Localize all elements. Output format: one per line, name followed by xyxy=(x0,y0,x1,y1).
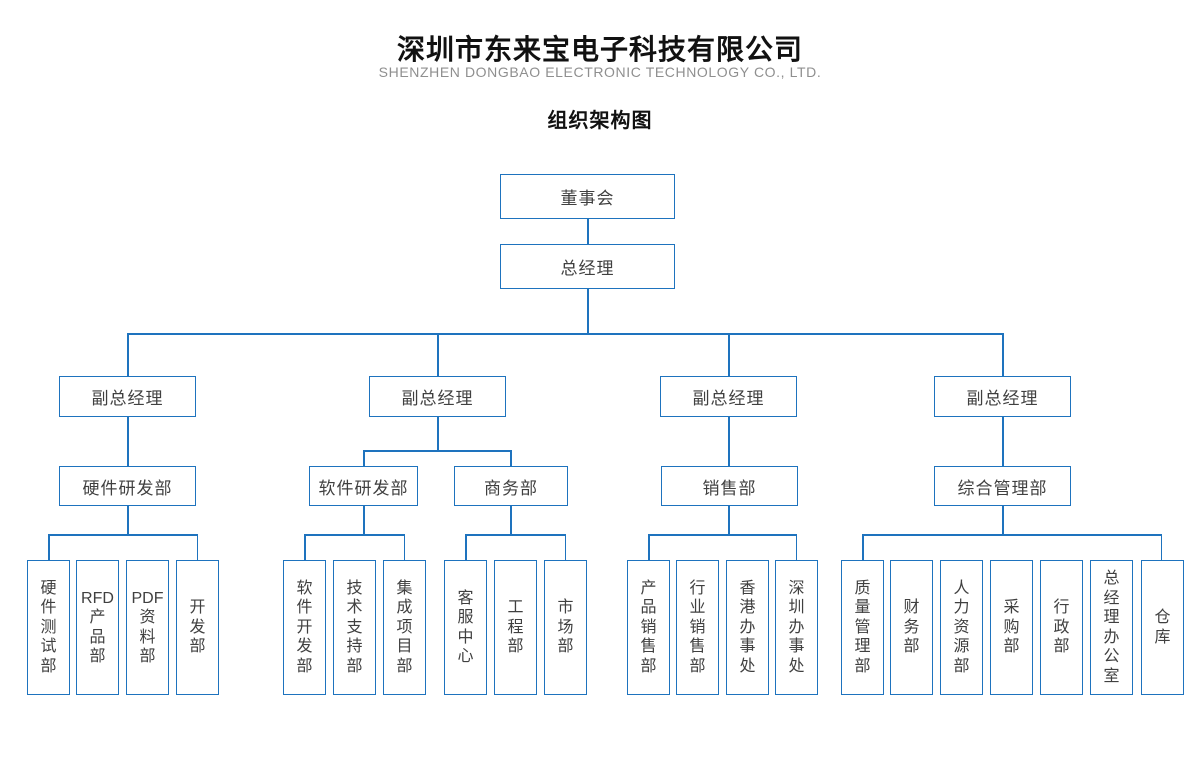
node-team-finance: 财 务 部 xyxy=(890,560,933,695)
node-team-marketing: 市 场 部 xyxy=(544,560,587,695)
node-team-rfd-product: RFD 产 品 部 xyxy=(76,560,119,695)
connector-line xyxy=(564,534,566,560)
connector-line xyxy=(363,450,365,466)
connector-line xyxy=(127,333,129,376)
connector-line xyxy=(363,506,365,534)
connector-line xyxy=(648,534,797,536)
node-team-engineering: 工 程 部 xyxy=(494,560,537,695)
node-team-hongkong-office: 香 港 办 事 处 xyxy=(726,560,769,695)
node-team-customer-service-center: 客 服 中 心 xyxy=(444,560,487,695)
connector-line xyxy=(587,219,589,244)
node-vice-gm-4: 副总经理 xyxy=(934,376,1071,417)
node-team-warehouse: 仓 库 xyxy=(1141,560,1184,695)
node-team-shenzhen-office: 深 圳 办 事 处 xyxy=(775,560,818,695)
node-vice-gm-1: 副总经理 xyxy=(59,376,196,417)
node-general-manager: 总经理 xyxy=(500,244,675,289)
node-vice-gm-2: 副总经理 xyxy=(369,376,506,417)
connector-line xyxy=(795,534,797,560)
node-dept-software-rd: 软件研发部 xyxy=(309,466,418,506)
node-team-industry-sales: 行 业 销 售 部 xyxy=(676,560,719,695)
connector-line xyxy=(437,417,439,450)
connector-line xyxy=(862,534,1162,536)
connector-line xyxy=(1160,534,1162,560)
node-dept-hardware-rd: 硬件研发部 xyxy=(59,466,196,506)
connector-line xyxy=(437,333,439,376)
node-team-integration-projects: 集 成 项 目 部 xyxy=(383,560,426,695)
chart-title: 组织架构图 xyxy=(547,110,653,132)
node-team-human-resources: 人 力 资 源 部 xyxy=(940,560,983,695)
connector-line xyxy=(510,450,512,466)
connector-line xyxy=(403,534,405,560)
node-dept-business: 商务部 xyxy=(454,466,568,506)
connector-line xyxy=(304,534,405,536)
node-team-development: 开 发 部 xyxy=(176,560,219,695)
node-team-quality-management: 质 量 管 理 部 xyxy=(841,560,884,695)
connector-line xyxy=(127,333,1004,335)
connector-line xyxy=(196,534,198,560)
node-team-administration: 行 政 部 xyxy=(1040,560,1083,695)
node-vice-gm-3: 副总经理 xyxy=(660,376,797,417)
connector-line xyxy=(728,417,730,466)
node-team-pdf-documentation: PDF 资 料 部 xyxy=(126,560,169,695)
company-name-en: SHENZHEN DONGBAO ELECTRONIC TECHNOLOGY C… xyxy=(378,64,822,80)
node-team-procurement: 采 购 部 xyxy=(990,560,1033,695)
connector-line xyxy=(862,534,864,560)
node-team-technical-support: 技 术 支 持 部 xyxy=(333,560,376,695)
connector-line xyxy=(1002,333,1004,376)
connector-line xyxy=(363,450,511,452)
node-dept-general-management: 综合管理部 xyxy=(934,466,1071,506)
connector-line xyxy=(1002,506,1004,534)
connector-line xyxy=(465,534,566,536)
company-name-zh: 深圳市东来宝电子科技有限公司 xyxy=(396,34,803,65)
connector-line xyxy=(304,534,306,560)
connector-line xyxy=(728,506,730,534)
connector-line xyxy=(510,506,512,534)
connector-line xyxy=(127,506,129,534)
node-team-gm-office: 总 经 理 办 公 室 xyxy=(1090,560,1133,695)
connector-line xyxy=(465,534,467,560)
connector-line xyxy=(48,534,198,536)
node-team-hardware-testing: 硬 件 测 试 部 xyxy=(27,560,70,695)
node-team-software-development: 软 件 开 发 部 xyxy=(283,560,326,695)
connector-line xyxy=(1002,417,1004,466)
connector-line xyxy=(127,417,129,466)
connector-line xyxy=(648,534,650,560)
node-team-product-sales: 产 品 销 售 部 xyxy=(627,560,670,695)
node-board-of-directors: 董事会 xyxy=(500,174,675,219)
connector-line xyxy=(587,289,589,333)
node-dept-sales: 销售部 xyxy=(661,466,798,506)
connector-line xyxy=(48,534,50,560)
connector-line xyxy=(728,333,730,376)
